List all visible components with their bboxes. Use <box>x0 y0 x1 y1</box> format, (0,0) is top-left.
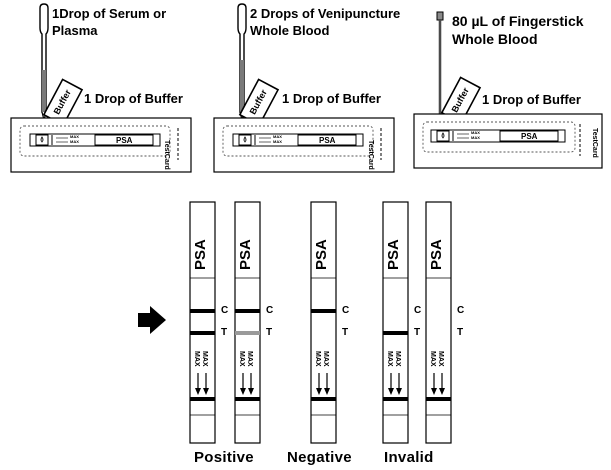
dropper-pipette <box>237 3 247 121</box>
test-line <box>383 331 408 335</box>
strip-max-1: MAX <box>193 351 200 367</box>
strip-max-2: MAX <box>246 351 253 367</box>
card-max-1: MAX <box>273 134 282 139</box>
control-line <box>235 309 260 313</box>
test-strip <box>382 201 409 444</box>
control-line <box>190 309 215 313</box>
flow-arrow-head <box>316 388 322 395</box>
strip-max-1: MAX <box>429 351 436 367</box>
result-window <box>297 134 357 146</box>
buffer-instruction: 1 Drop of Buffer <box>282 91 381 106</box>
strip-psa-label: PSA <box>192 239 209 270</box>
strip-t-label: T <box>457 327 464 338</box>
window-label: PSA <box>116 136 133 145</box>
max-line <box>235 397 260 401</box>
instruction-line-1: 2 Drops of Venipuncture <box>250 6 401 21</box>
result-window <box>499 130 559 142</box>
strip-psa-label: PSA <box>237 239 254 270</box>
card-brand: TestCard <box>591 128 598 158</box>
panel-serum-plasma <box>10 3 192 173</box>
test-line <box>235 331 260 335</box>
strip-max-1: MAX <box>386 351 393 367</box>
flow-arrow-head <box>439 388 445 395</box>
strip-psa-label: PSA <box>428 239 445 270</box>
strip-max-1: MAX <box>314 351 321 367</box>
flow-arrow-head <box>195 388 201 395</box>
card-max-2: MAX <box>273 139 282 144</box>
sample-well <box>35 134 49 146</box>
flow-arrow-head <box>324 388 330 395</box>
card-brand: TestCard <box>163 140 170 170</box>
strip-c-label: C <box>266 305 274 316</box>
strip-max-2: MAX <box>437 351 444 367</box>
window-label: PSA <box>521 132 538 141</box>
flow-arrow-head <box>388 388 394 395</box>
result-window <box>94 134 154 146</box>
strip-body <box>310 201 337 444</box>
instruction-line-2: Whole Blood <box>452 31 538 47</box>
card-dashed-outline <box>422 121 576 153</box>
test-strip <box>310 201 337 444</box>
buffer-instruction: 1 Drop of Buffer <box>482 92 581 107</box>
window-label: PSA <box>319 136 336 145</box>
capillary-tube <box>436 11 444 116</box>
dropper-pipette <box>39 3 49 121</box>
flow-arrow-head <box>431 388 437 395</box>
test-line <box>190 331 215 335</box>
flow-arrow-head <box>396 388 402 395</box>
card-max-2: MAX <box>471 135 480 140</box>
strip-c-label: C <box>457 305 465 316</box>
flow-arrow-head <box>248 388 254 395</box>
card-max-2: MAX <box>70 139 79 144</box>
strip-t-label: T <box>221 327 228 338</box>
strip-t-label: T <box>414 327 421 338</box>
card-max-1: MAX <box>471 130 480 135</box>
buffer-instruction: 1 Drop of Buffer <box>84 91 183 106</box>
card-max-1: MAX <box>70 134 79 139</box>
flow-arrow-head <box>203 388 209 395</box>
strip-max-2: MAX <box>322 351 329 367</box>
instruction-line-1: 80 µL of Fingerstick <box>452 13 584 29</box>
panel-venipuncture <box>213 3 395 173</box>
strip-body <box>234 201 261 444</box>
flow-arrow-head <box>240 388 246 395</box>
strip-t-label: T <box>342 327 349 338</box>
max-line <box>190 397 215 401</box>
instruction-line-2: Whole Blood <box>250 23 330 38</box>
instruction-line-2: Plasma <box>52 23 98 38</box>
strip-max-1: MAX <box>238 351 245 367</box>
control-line <box>311 309 336 313</box>
max-line <box>383 397 408 401</box>
test-strip <box>234 201 261 444</box>
read-arrow <box>138 306 166 334</box>
max-line <box>426 397 451 401</box>
strip-c-label: C <box>221 305 229 316</box>
strip-body <box>382 201 409 444</box>
strip-psa-label: PSA <box>385 239 402 270</box>
test-strip <box>425 201 452 444</box>
sample-well <box>436 130 450 142</box>
strip-max-2: MAX <box>394 351 401 367</box>
result-negative: Negative <box>287 449 352 466</box>
card-brand: TestCard <box>367 140 374 170</box>
strip-max-2: MAX <box>201 351 208 367</box>
max-line <box>311 397 336 401</box>
test-strip <box>189 201 216 444</box>
instruction-line-1: 1Drop of Serum or <box>52 6 167 21</box>
sample-well <box>238 134 252 146</box>
result-positive: Positive <box>194 449 254 466</box>
result-strips <box>189 201 452 444</box>
result-invalid: Invalid <box>384 449 434 466</box>
strip-psa-label: PSA <box>313 239 330 270</box>
strip-c-label: C <box>342 305 350 316</box>
strip-body <box>189 201 216 444</box>
panel-fingerstick <box>413 11 603 169</box>
strip-t-label: T <box>266 327 273 338</box>
strip-c-label: C <box>414 305 422 316</box>
strip-body <box>425 201 452 444</box>
